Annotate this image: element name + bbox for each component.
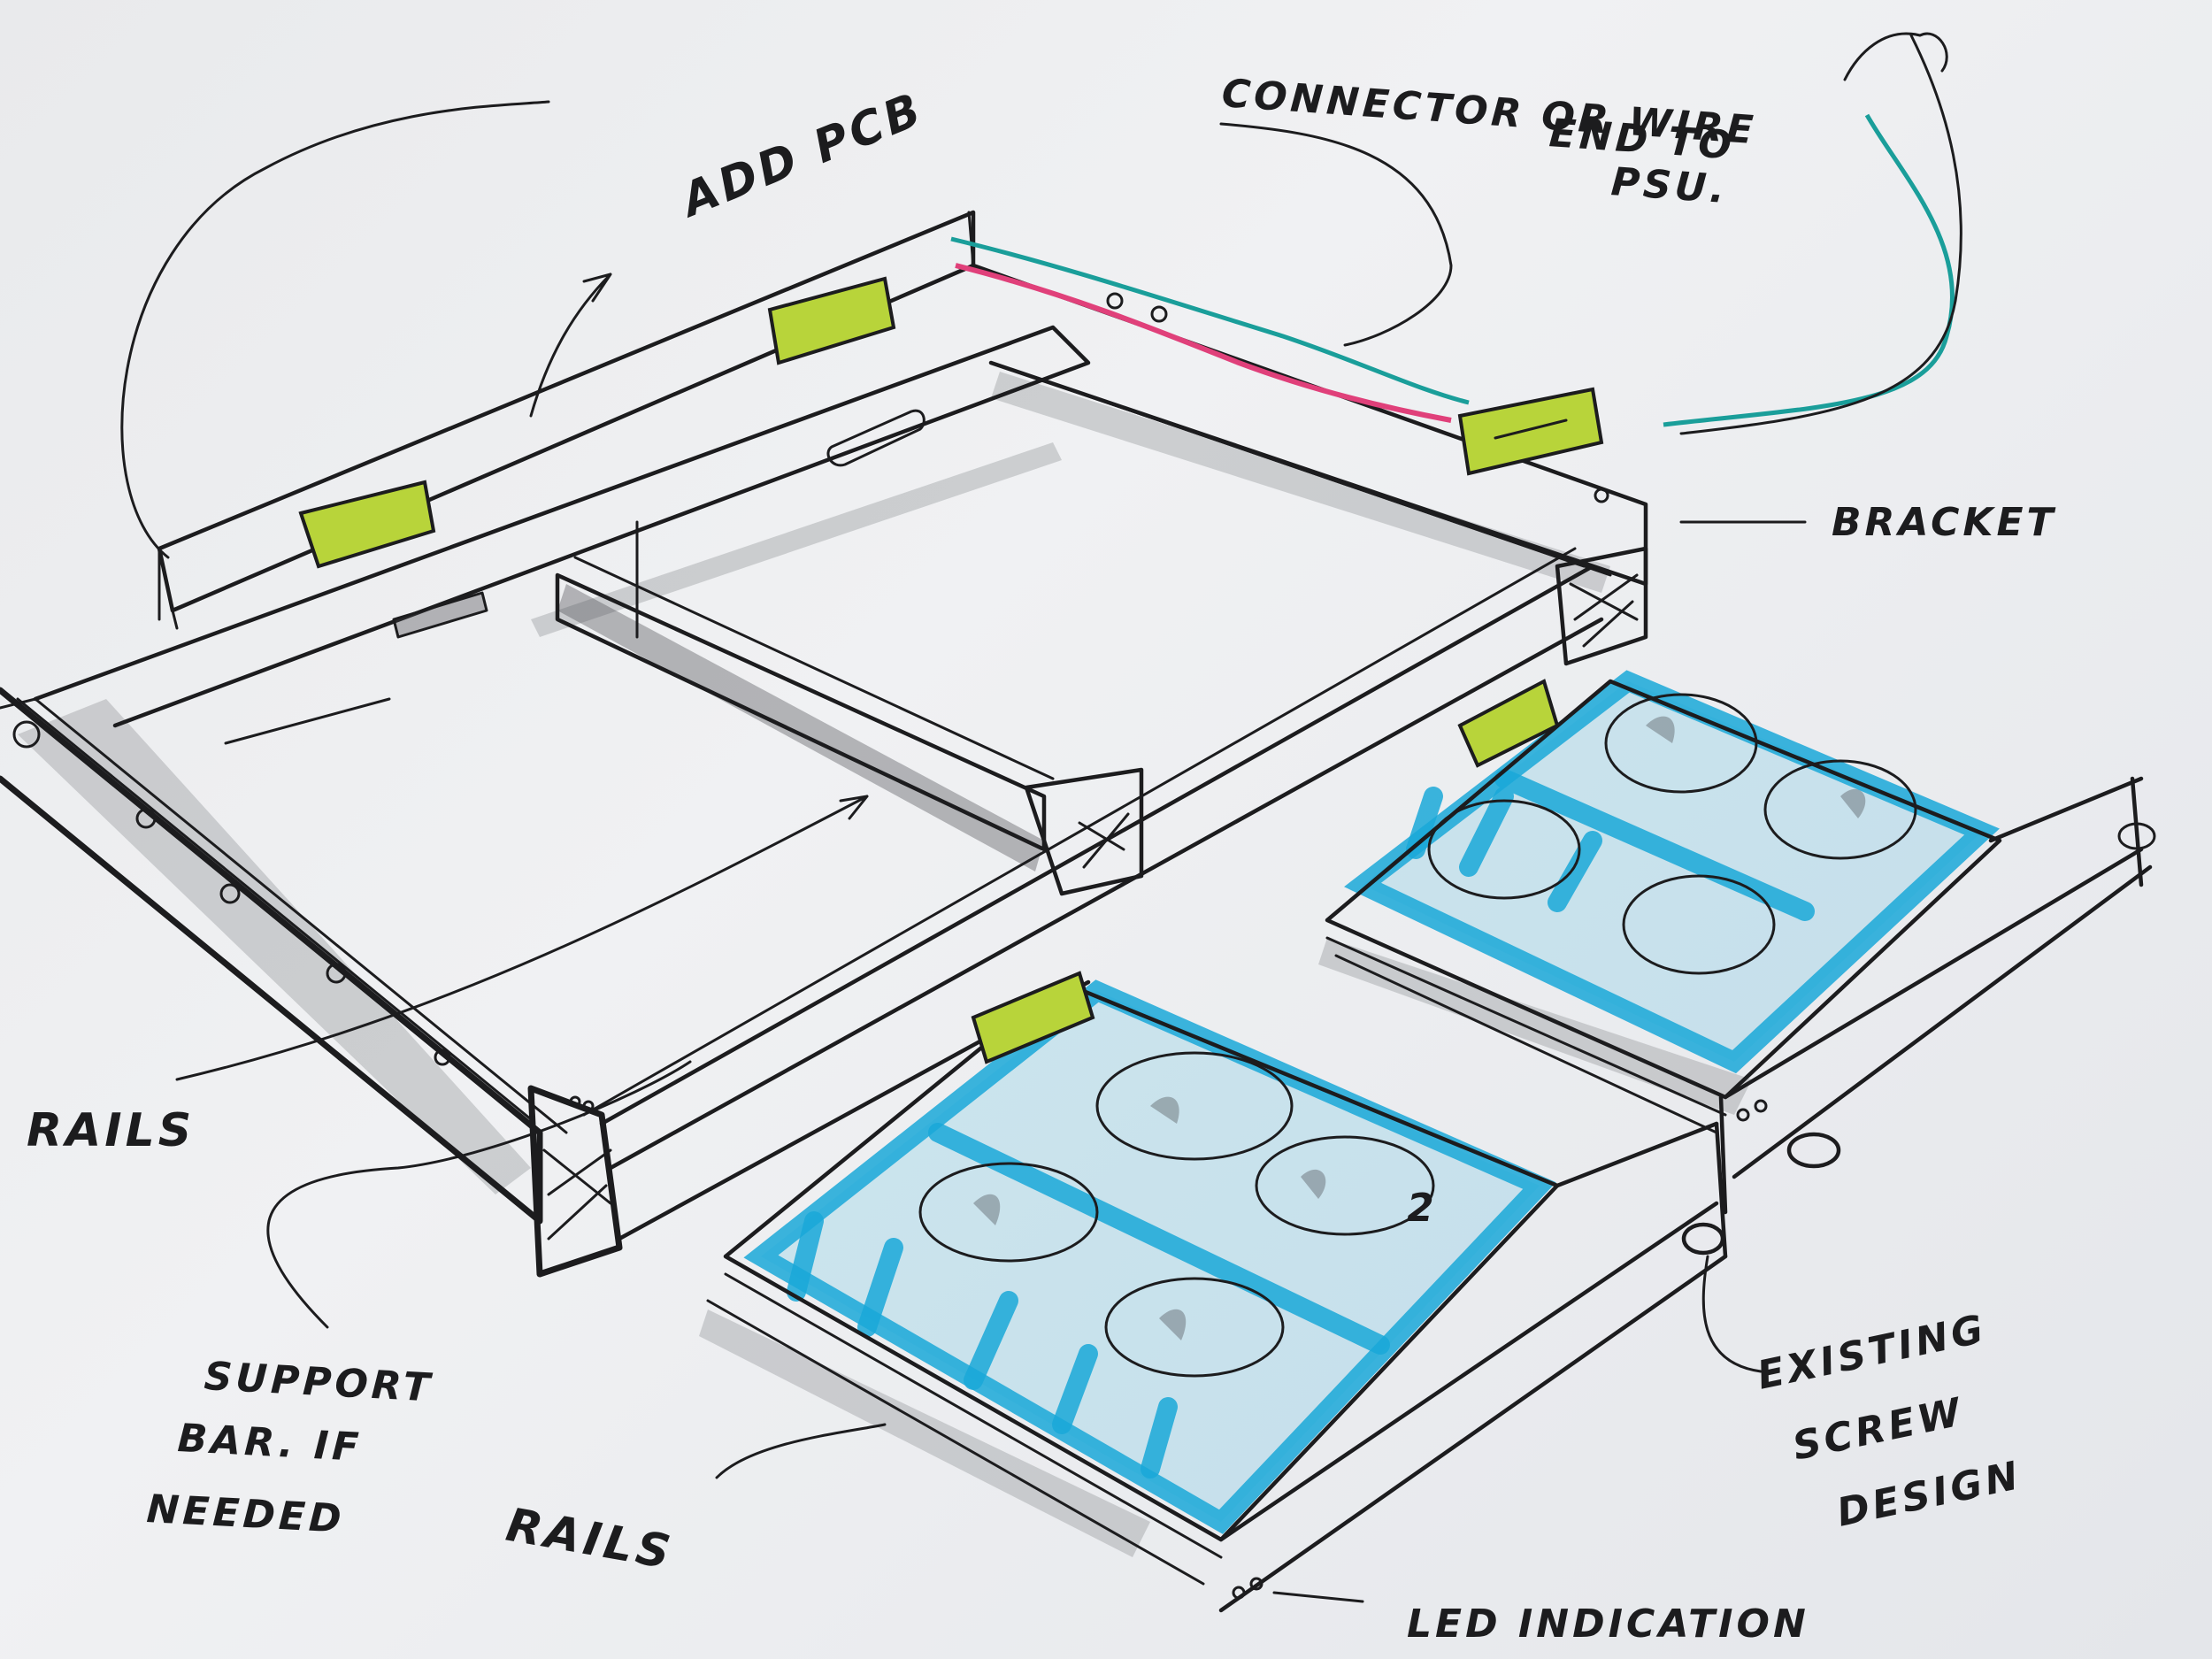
pcb-module-psu <box>1457 387 1604 476</box>
label-support-bar-3: NEEDED <box>145 1486 345 1542</box>
fan-circle <box>1604 693 1758 794</box>
leader-rails-left <box>175 795 869 1081</box>
leader-support-bar <box>120 100 550 559</box>
support-bar <box>555 572 1047 852</box>
drawer-module-upper <box>1318 670 2156 1215</box>
leader-existing <box>1701 1255 1763 1373</box>
label-connector-line3: PSU. <box>1609 159 1730 212</box>
pcb-module-lower <box>971 971 1095 1064</box>
drawer-module-lower <box>699 971 1728 1613</box>
label-existing-1: EXISTING <box>1754 1306 1991 1399</box>
back-bracket <box>157 210 976 613</box>
slot <box>826 409 926 467</box>
label-rails-left: RAILS <box>27 1104 195 1157</box>
pcb-module-mid <box>767 276 896 365</box>
pcb-module-upper <box>1457 679 1560 768</box>
label-rails-bottom: RAILS <box>503 1499 678 1580</box>
leader-add-pcb <box>529 273 612 418</box>
leader-connector <box>1219 122 1453 347</box>
label-led-indication: LED INDICATION <box>1407 1601 1809 1647</box>
label-existing-3: DESIGN <box>1833 1453 2026 1536</box>
label-bracket: BRACKET <box>1832 500 2057 545</box>
label-support-bar-2: BAR. IF <box>176 1416 363 1471</box>
label-module-mark: 2 <box>1407 1186 1438 1231</box>
left-cross-rail <box>33 325 1091 728</box>
upper-module-outline <box>1325 679 2002 1100</box>
label-add-pcb: ADD PCB <box>672 82 932 228</box>
pcb-module-left <box>298 480 436 569</box>
label-support-bar-1: SUPPORT <box>203 1354 434 1410</box>
frame-assembly <box>0 210 1648 1278</box>
right-end-block <box>1555 546 1648 666</box>
front-left-rail <box>0 687 543 1225</box>
annotations: ADD PCB CONNECTOR OR WIRE END TO PSU. BR… <box>27 71 2057 1647</box>
frame-shadow <box>18 699 531 1194</box>
leader-led <box>1272 1591 1364 1603</box>
label-existing-2: SCREW <box>1789 1389 1969 1470</box>
psu-wires <box>950 32 1962 435</box>
wire-pink <box>955 263 1452 423</box>
leader-support-bar-bottom <box>266 1060 692 1329</box>
leader-lines <box>120 100 1807 1603</box>
leader-rails-bottom <box>715 1423 887 1479</box>
wire-teal <box>950 236 1470 405</box>
